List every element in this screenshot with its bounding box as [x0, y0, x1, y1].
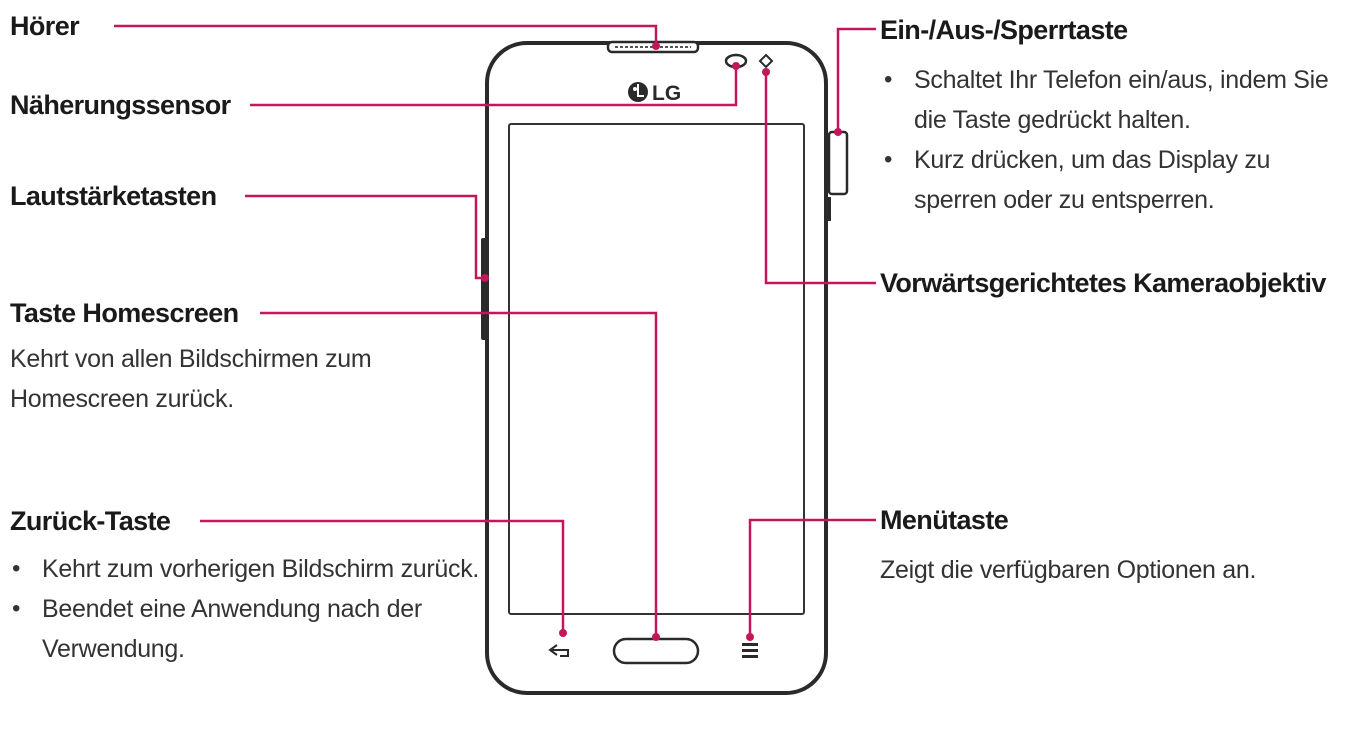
homescreen-description-line: Homescreen zurück.: [10, 385, 234, 413]
label-menuetaste: Menütaste: [880, 505, 1009, 535]
menuetaste-description: Zeigt die verfügbaren Optionen an.: [880, 556, 1257, 584]
lg-logo-text: LG: [652, 82, 681, 105]
power-key: [827, 130, 849, 196]
label-zurueck-taste: Zurück-Taste: [10, 506, 171, 536]
leader-lautstaerketasten: [245, 194, 485, 280]
homescreen-description: Kehrt von allen Bildschirmen zum Homescr…: [10, 339, 450, 419]
homescreen-description-line: Kehrt von allen Bildschirmen zum: [10, 345, 372, 373]
front-camera-icon: [758, 53, 774, 69]
zurueck-bullets: Kehrt zum vorherigen Bildschirm zurück. …: [10, 549, 480, 669]
label-lautstaerketasten: Lautstärketasten: [10, 181, 217, 211]
bullet-item: Schaltet Ihr Telefon ein/aus, indem Sie …: [882, 60, 1352, 140]
bullet-item: Kurz drücken, um das Display zu sperren …: [882, 140, 1352, 220]
leader-ein-aus: [836, 27, 876, 132]
back-arrow-icon: [548, 644, 569, 657]
bullet-item: Beendet eine Anwendung nach der Verwendu…: [10, 589, 480, 669]
volume-keys: [481, 238, 489, 340]
menu-icon: [742, 643, 758, 658]
label-ein-aus-sperrtaste: Ein-/Aus-/Sperrtaste: [880, 15, 1128, 45]
leader-naeherungssensor: [250, 66, 738, 107]
leader-homescreen: [260, 311, 658, 637]
ein-aus-bullets: Schaltet Ihr Telefon ein/aus, indem Sie …: [882, 60, 1352, 220]
bullet-item: Kehrt zum vorherigen Bildschirm zurück.: [10, 549, 480, 589]
leader-menuetaste: [748, 518, 876, 637]
home-button-icon: [612, 637, 700, 665]
leader-zurueck: [200, 519, 565, 633]
label-hoerer: Hörer: [10, 11, 80, 41]
label-kameraobjektiv: Vorwärtsgerichtetes Kameraobjektiv: [880, 268, 1326, 298]
lg-logo-icon: LG: [628, 82, 681, 105]
label-naeherungssensor: Näherungssensor: [10, 90, 231, 120]
leader-hoerer: [114, 24, 658, 46]
leader-kamera: [764, 72, 876, 285]
label-taste-homescreen: Taste Homescreen: [10, 298, 239, 328]
